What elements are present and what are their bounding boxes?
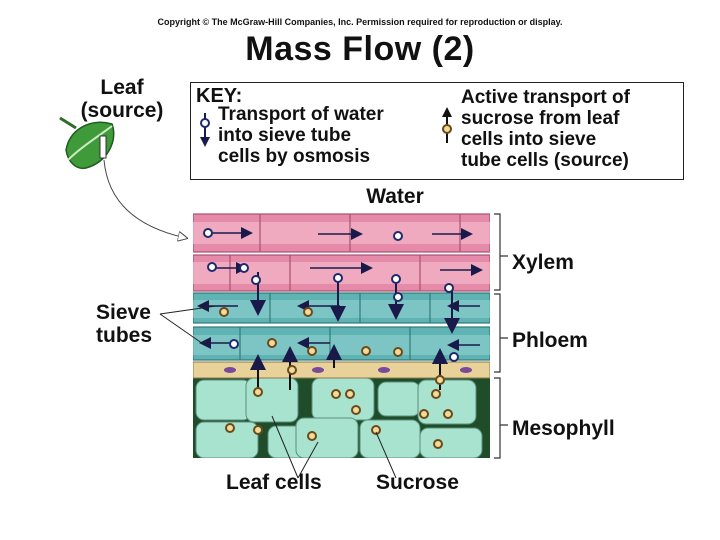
water-label: Water: [366, 185, 424, 208]
companion-cell-row: [193, 361, 490, 379]
key-sucrose-line-2: sucrose from leaf: [461, 108, 620, 129]
sieve-label-line-2: tubes: [96, 324, 153, 347]
companion-nuclei: [224, 367, 472, 373]
key-water-line-1: Transport of water: [218, 104, 384, 125]
key-sucrose-line-3: cells into sieve: [461, 129, 597, 150]
leaf-zoom-arrow: [103, 159, 186, 238]
copyright-notice: Copyright © The McGraw-Hill Companies, I…: [157, 17, 563, 27]
leaf-icon: [59, 116, 115, 170]
slide-title: Mass Flow (2): [245, 30, 475, 68]
key-sucrose-line-1: Active transport of: [461, 87, 630, 108]
phloem-label: Phloem: [512, 329, 588, 352]
mesophyll-label: Mesophyll: [512, 417, 615, 440]
key-legend: KEY: Transport of water into sieve tube …: [190, 82, 684, 180]
sieve-tubes-label: Sieve tubes: [96, 301, 152, 347]
leaf-label-line-1: Leaf: [100, 76, 144, 99]
sucrose-arrow-icon: [442, 107, 452, 143]
sucrose-label: Sucrose: [376, 471, 459, 494]
tissue-brackets: [494, 213, 508, 459]
leaf-source-label: Leaf (source): [62, 76, 182, 122]
key-water-text: Transport of water into sieve tube cells…: [218, 104, 448, 167]
xylem-label: Xylem: [512, 251, 574, 274]
xylem-tubes: [193, 213, 490, 292]
key-sucrose-text: Active transport of sucrose from leaf ce…: [461, 87, 683, 171]
mesophyll-cells: [195, 377, 483, 458]
leaf-cells-label: Leaf cells: [226, 471, 322, 494]
water-molecules: [203, 228, 459, 362]
key-water-line-3: cells by osmosis: [218, 146, 371, 167]
sieve-label-line-1: Sieve: [96, 301, 151, 324]
key-water-line-2: into sieve tube: [218, 125, 352, 146]
sucrose-molecules: [219, 307, 453, 449]
leader-lines: [159, 305, 397, 479]
leaf-label-line-2: (source): [80, 99, 164, 122]
water-arrow-icon: [200, 113, 210, 147]
key-title: KEY:: [196, 85, 243, 107]
key-sucrose-line-4: tube cells (source): [461, 150, 629, 171]
phloem-tubes: [193, 292, 490, 361]
